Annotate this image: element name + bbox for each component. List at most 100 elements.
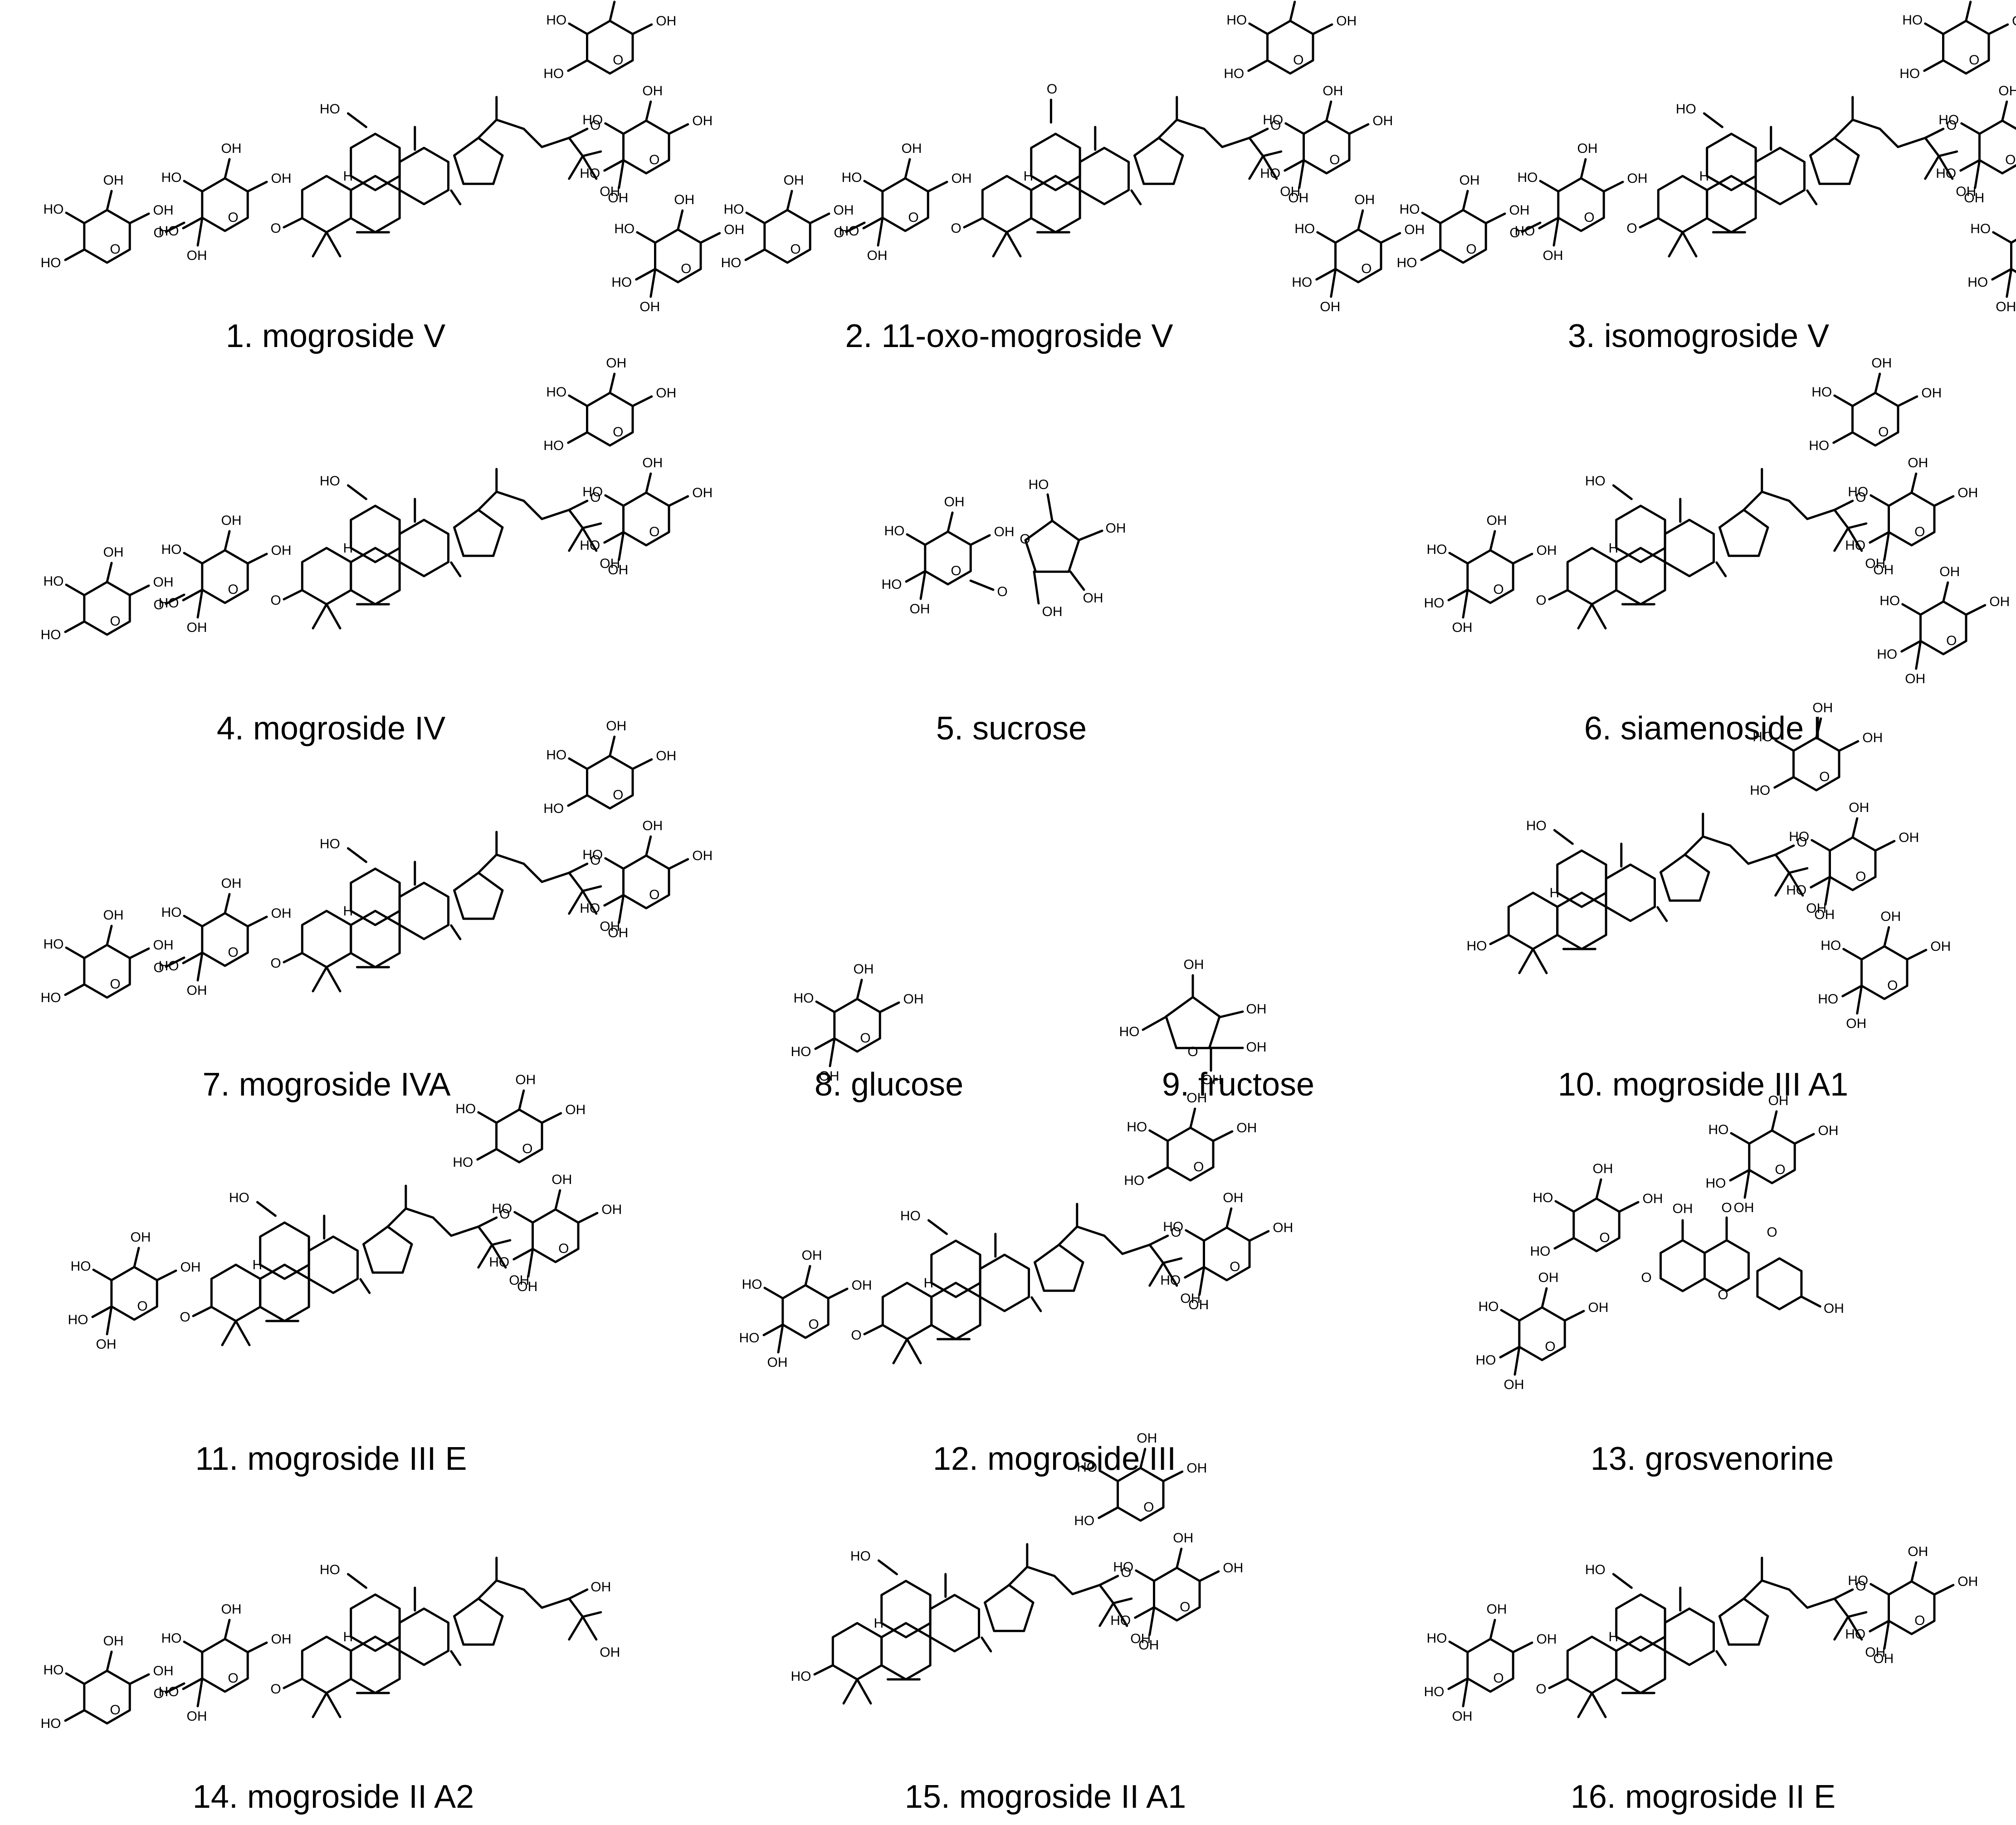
hydroxyl-label: OH — [1537, 543, 1557, 558]
glycosidic-bond — [1774, 844, 1795, 856]
hydroxyl-label: OH — [1768, 1093, 1788, 1108]
hydroxyl-bond — [1513, 1346, 1521, 1376]
methyl-bond — [491, 1243, 507, 1269]
glycosidic-oxygen-label: O — [180, 1310, 190, 1325]
compound-name: sucrose — [972, 710, 1087, 747]
ring-a — [831, 1622, 883, 1681]
hydroxyl-label: HO — [614, 221, 635, 236]
hydroxyl-bond — [246, 1641, 268, 1654]
hydroxyl-bond — [1942, 581, 1949, 603]
hydroxyl-bond — [567, 59, 589, 72]
compound-number: 14. — [192, 1779, 238, 1815]
methyl-bond — [450, 924, 462, 940]
hydroxyl-bond — [631, 395, 653, 407]
hydroxyl-bond — [1325, 100, 1333, 122]
glycosidic-oxygen-label: O — [851, 1328, 861, 1343]
pyranose-ring — [1829, 836, 1877, 891]
hydroxyl-label: HO — [1809, 438, 1829, 453]
hydroxyl-bond — [1162, 1470, 1184, 1483]
hydroxyl-bond — [1832, 431, 1854, 444]
hydroxyl-label: HO — [1848, 1573, 1868, 1588]
hydroxyl-bond — [1448, 552, 1469, 565]
pyranose-ring — [1888, 491, 1936, 547]
hydroxyl-label: OH — [187, 248, 207, 263]
hydroxyl-label: OH — [552, 1172, 572, 1187]
hydroxyl-bond — [1915, 640, 1922, 670]
hydroxyl-label: OH — [608, 925, 628, 940]
side-chain — [386, 1207, 493, 1246]
hydroxyl-label: HO — [1427, 1631, 1447, 1646]
hydroxyl-label: HO — [1479, 1299, 1499, 1314]
hydroxyl-label: OH — [1372, 113, 1393, 128]
hydroxyl-bond — [1033, 570, 1040, 605]
hydroxyl-bond — [631, 758, 653, 770]
hydroxyl-label: OH — [1593, 1161, 1613, 1176]
hydroxyl-label: HO — [1789, 829, 1809, 844]
glycosidic-bond — [1833, 499, 1854, 511]
hydroxyl-bond — [1580, 158, 1587, 180]
ring-a — [301, 1635, 352, 1694]
ring-oxygen-label: O — [649, 152, 659, 167]
hydroxyl-bond — [1883, 531, 1890, 561]
hydroxyl-bond — [744, 248, 766, 261]
pyranose-ring — [201, 177, 249, 232]
hydroxyl-bond — [1448, 1640, 1469, 1654]
pyranose-ring — [1167, 1126, 1215, 1182]
methyl-bond — [581, 1615, 598, 1641]
hydroxyl-label: HO — [161, 170, 182, 185]
hydroxyl-bond — [809, 212, 830, 225]
hydroxyl-label: HO — [1119, 1024, 1140, 1039]
structure-compound-2: OHOHOOHOOHOHHOOHOOHOOHOHHOOOHOOHOHHOOHOH… — [721, 0, 1425, 314]
hydroxyl-bond — [609, 372, 616, 394]
hydroxyl-bond — [1960, 122, 1981, 135]
methyl-bond — [1162, 1262, 1178, 1287]
methyl-bond — [1924, 155, 1940, 180]
hydroxyl-bond — [106, 1650, 113, 1672]
hydroxyl-bond — [1198, 1570, 1220, 1582]
caption-compound-16: 16. mogroside II E — [1454, 1781, 1953, 1813]
caption-compound-13: 13. grosvenorine — [1463, 1443, 1962, 1475]
hydroxyl-label: OH — [1223, 1561, 1243, 1575]
hydroxyl-label: HO — [1811, 385, 1832, 400]
hydroxyl-bond — [91, 1305, 113, 1318]
methyl-bond — [1591, 603, 1607, 630]
hydroxyl-bond — [183, 915, 204, 928]
ring-b — [930, 1282, 981, 1341]
hydroxyl-bond — [1991, 268, 2013, 281]
hydroxyl-label: HO — [41, 1716, 61, 1731]
ring-oxygen-label: O — [1230, 1259, 1240, 1274]
hydroxyl-label: HO — [44, 1663, 64, 1678]
caption-compound-10: 10. mogroside III A1 — [1454, 1068, 1953, 1101]
hydroxyl-label: OH — [1504, 1377, 1524, 1392]
compound-number: 6. — [1584, 710, 1611, 747]
hydroxyl-label: OH — [606, 356, 626, 371]
pyranose-ring — [763, 209, 811, 264]
ring-c2 — [398, 519, 449, 577]
hydroxyl-bond — [182, 1677, 204, 1690]
methyl-bond — [450, 1650, 462, 1666]
ring-c — [350, 867, 401, 926]
hydroxyl-label: OH — [1452, 1709, 1473, 1724]
hydroxyl-label: HO — [1400, 202, 1420, 217]
hydroxyl-label: OH — [802, 1248, 822, 1263]
pyranose-ring — [83, 209, 131, 264]
ring-b — [880, 1622, 932, 1681]
hydroxyl-label: HO — [1467, 939, 1487, 954]
hydroxyl-bond — [1185, 1229, 1206, 1242]
hydroxyl-bond — [1447, 1677, 1469, 1690]
hydroxyl-bond — [1793, 1133, 1815, 1145]
hydroxyl-label: OH — [1957, 1574, 1978, 1589]
hydroxyl-bond — [581, 150, 602, 157]
hydroxyl-bond — [1824, 876, 1831, 906]
hydroxyl-bond — [106, 562, 113, 583]
ring-d — [1660, 853, 1710, 902]
hydroxyl-label: OH — [1320, 299, 1340, 314]
hydroxyl-bond — [2006, 268, 2013, 298]
hydroxyl-label: HO — [44, 937, 64, 952]
